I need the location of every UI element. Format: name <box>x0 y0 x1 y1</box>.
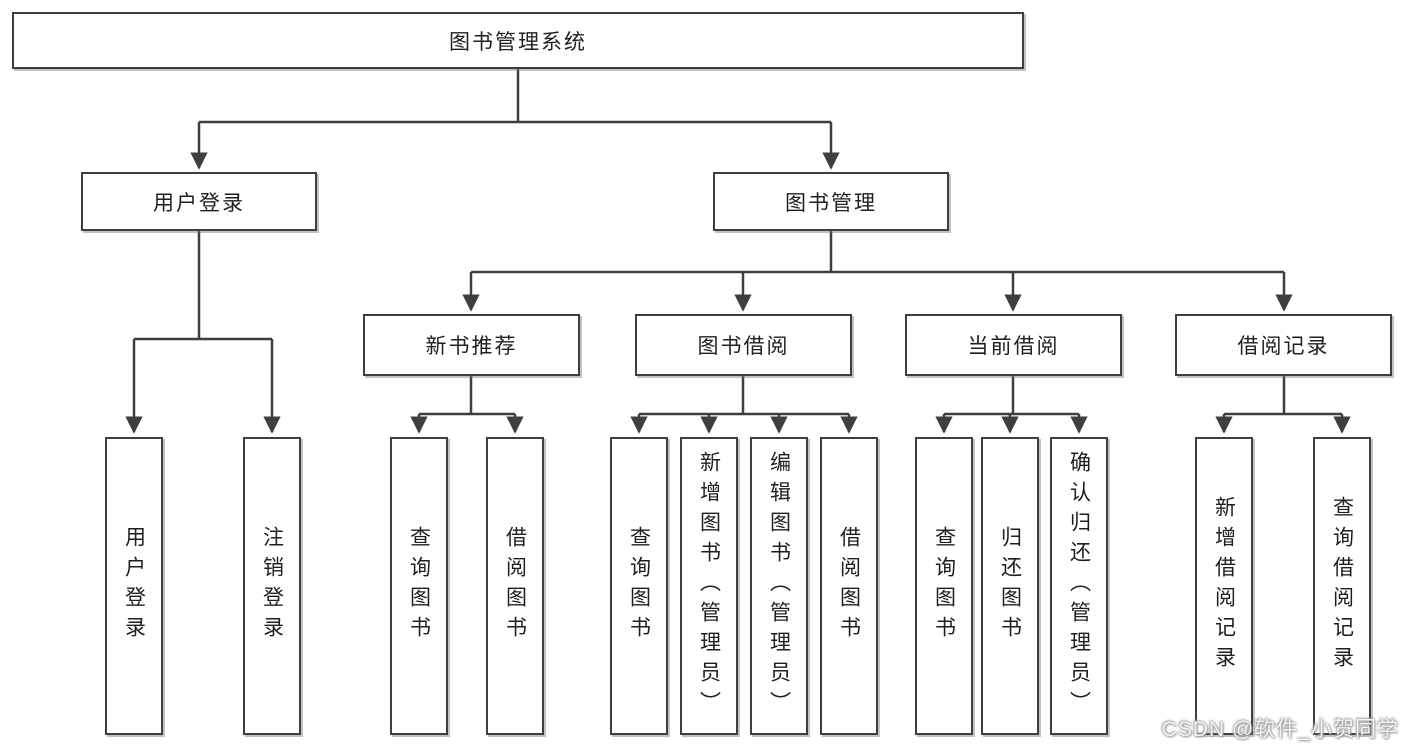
connector-new-book-split <box>419 376 515 416</box>
leaf-borrow-books-2-label: 借阅图书 <box>837 526 861 646</box>
csdn-watermark: CSDN @软件_小贺同学 <box>1161 718 1399 741</box>
leaf-add-borrow-record-label: 新增借阅记录 <box>1212 496 1236 676</box>
connector-book-mgmt-split <box>471 231 1284 274</box>
leaf-return-books-label: 归还图书 <box>998 526 1022 646</box>
leaf-edit-books-admin: 编辑图书（管理员） <box>750 437 808 735</box>
leaf-query-borrow-record: 查询借阅记录 <box>1313 437 1371 735</box>
node-borrow-record-label: 借阅记录 <box>1237 335 1330 358</box>
leaf-add-books-admin: 新增图书（管理员） <box>680 437 738 735</box>
leaf-query-books-1: 查询图书 <box>390 437 448 735</box>
node-root-label: 图书管理系统 <box>449 30 587 54</box>
node-book-borrow: 图书借阅 <box>635 314 852 376</box>
connector-user-login-split <box>134 231 272 341</box>
leaf-query-books-3-label: 查询图书 <box>932 526 956 646</box>
leaf-return-books: 归还图书 <box>981 437 1039 735</box>
leaf-user-login-label: 用户登录 <box>122 526 146 646</box>
node-book-management: 图书管理 <box>713 172 949 231</box>
node-user-login-label: 用户登录 <box>153 191 245 215</box>
leaf-query-books-1-label: 查询图书 <box>407 526 431 646</box>
node-new-book-recommend: 新书推荐 <box>363 314 580 376</box>
leaf-add-books-admin-label: 新增图书（管理员） <box>697 451 721 721</box>
leaf-query-borrow-record-label: 查询借阅记录 <box>1330 496 1354 676</box>
node-book-management-label: 图书管理 <box>785 191 877 215</box>
connector-current-borrow-split <box>944 376 1079 416</box>
leaf-logout-label: 注销登录 <box>260 526 284 646</box>
node-user-login: 用户登录 <box>81 172 317 231</box>
leaf-borrow-books-1-label: 借阅图书 <box>503 526 527 646</box>
connector-root-split <box>199 69 831 124</box>
connector-borrow-record-split <box>1224 376 1342 416</box>
leaf-logout: 注销登录 <box>243 437 301 735</box>
leaf-confirm-return-admin: 确认归还（管理员） <box>1050 437 1108 735</box>
leaf-user-login: 用户登录 <box>105 437 163 735</box>
node-borrow-record: 借阅记录 <box>1175 314 1392 376</box>
leaf-borrow-books-1: 借阅图书 <box>486 437 544 735</box>
leaf-query-books-2: 查询图书 <box>610 437 668 735</box>
leaf-borrow-books-2: 借阅图书 <box>820 437 878 735</box>
node-book-borrow-label: 图书借阅 <box>697 335 790 358</box>
leaf-query-books-3: 查询图书 <box>915 437 973 735</box>
leaf-query-books-2-label: 查询图书 <box>627 526 651 646</box>
node-new-book-recommend-label: 新书推荐 <box>425 335 518 358</box>
node-current-borrow-label: 当前借阅 <box>967 335 1060 358</box>
leaf-edit-books-admin-label: 编辑图书（管理员） <box>767 451 791 721</box>
leaf-add-borrow-record: 新增借阅记录 <box>1195 437 1253 735</box>
connector-book-borrow-split <box>639 376 849 416</box>
node-root: 图书管理系统 <box>12 12 1024 69</box>
leaf-confirm-return-admin-label: 确认归还（管理员） <box>1067 451 1091 721</box>
node-current-borrow: 当前借阅 <box>905 314 1122 376</box>
